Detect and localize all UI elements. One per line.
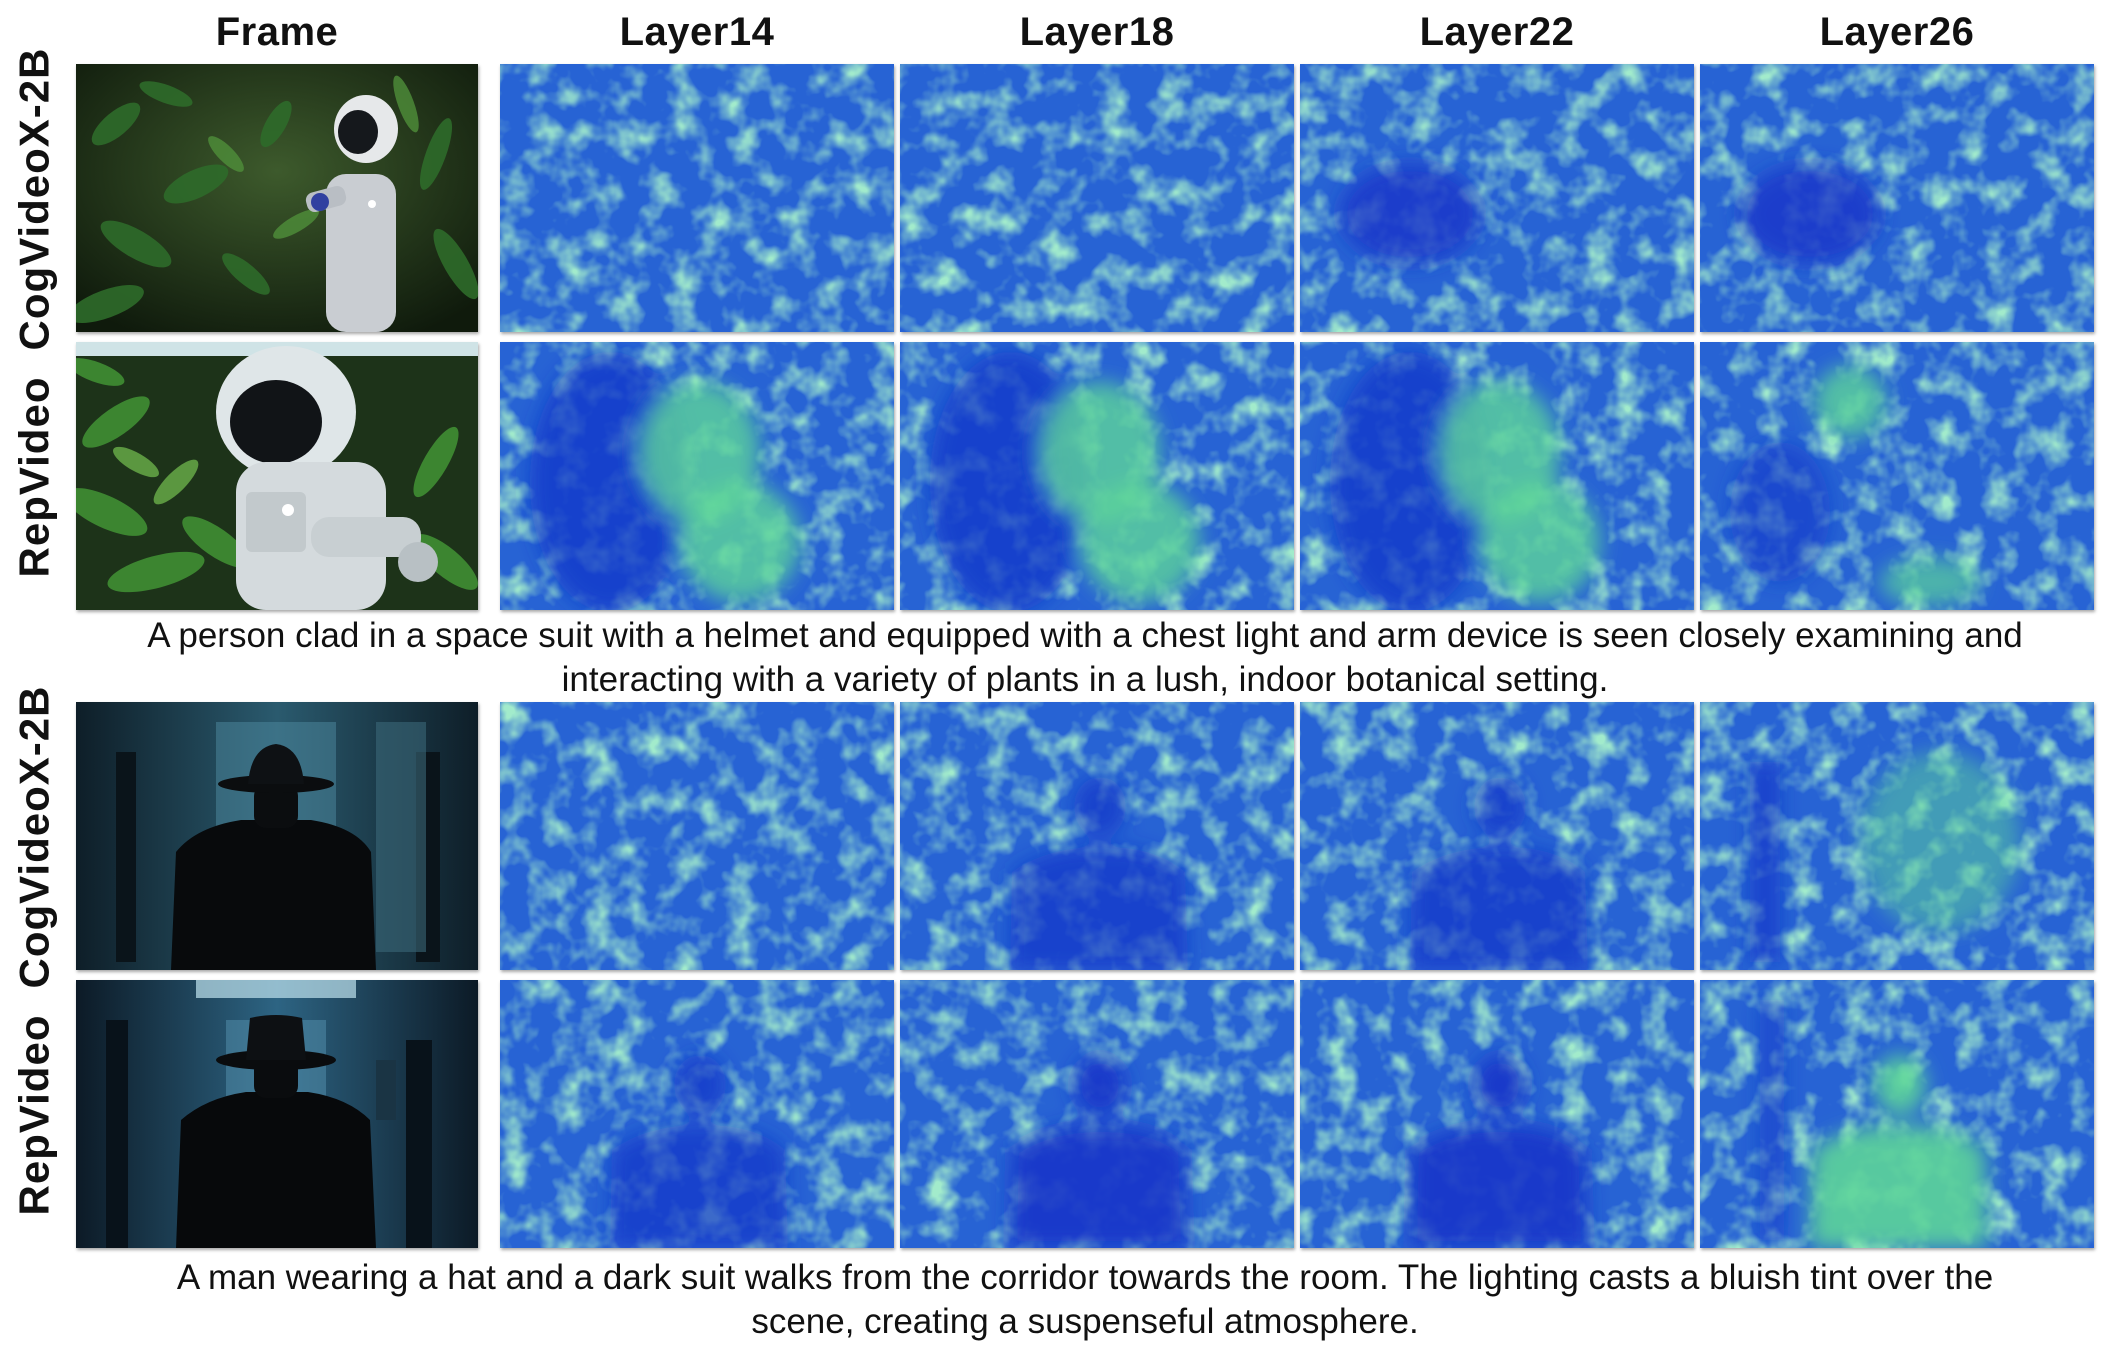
attention-map-cogvideox-layer14	[500, 64, 894, 332]
frame-astronaut-repvideo	[76, 342, 478, 610]
caption-line: A person clad in a space suit with a hel…	[147, 616, 2023, 655]
attention-map-repvideo-layer26	[1700, 342, 2094, 610]
attention-map-repvideo-layer22	[1300, 342, 1694, 610]
caption-line: A man wearing a hat and a dark suit walk…	[176, 1258, 1994, 1297]
row-label-cogvideox-1: CogVideoX-2B	[10, 47, 57, 351]
frame-man-cogvideox	[76, 702, 478, 970]
caption-line: scene, creating a suspenseful atmosphere…	[751, 1302, 1419, 1341]
frame-astronaut-cogvideox	[76, 64, 478, 332]
caption-astronaut: A person clad in a space suit with a hel…	[60, 614, 2110, 702]
column-header-layer18: Layer18	[1019, 9, 1175, 54]
attention-map-repvideo-layer22	[1300, 980, 1694, 1248]
attention-map-repvideo-layer14	[500, 342, 894, 610]
attention-map-cogvideox-layer18	[900, 64, 1294, 332]
attention-map-cogvideox-layer14	[500, 702, 894, 970]
attention-map-repvideo-layer14	[500, 980, 894, 1248]
attention-map-cogvideox-layer26	[1700, 702, 2094, 970]
caption-man: A man wearing a hat and a dark suit walk…	[60, 1256, 2110, 1344]
row-label-cogvideox-2: CogVideoX-2B	[10, 685, 57, 989]
column-header-layer26: Layer26	[1819, 9, 1975, 54]
attention-map-cogvideox-layer22	[1300, 64, 1694, 332]
attention-map-cogvideox-layer22	[1300, 702, 1694, 970]
row-label-repvideo-1: RepVideo	[10, 376, 57, 578]
attention-map-repvideo-layer18	[900, 342, 1294, 610]
column-header-layer22: Layer22	[1419, 9, 1575, 54]
row-label-repvideo-2: RepVideo	[10, 1014, 57, 1216]
column-header-layer14: Layer14	[619, 9, 775, 54]
caption-line: interacting with a variety of plants in …	[561, 660, 1609, 699]
attention-map-repvideo-layer18	[900, 980, 1294, 1248]
column-header-frame: Frame	[215, 9, 339, 54]
attention-map-cogvideox-layer26	[1700, 64, 2094, 332]
attention-map-repvideo-layer26	[1700, 980, 2094, 1248]
attention-map-cogvideox-layer18	[900, 702, 1294, 970]
frame-man-repvideo	[76, 980, 478, 1248]
